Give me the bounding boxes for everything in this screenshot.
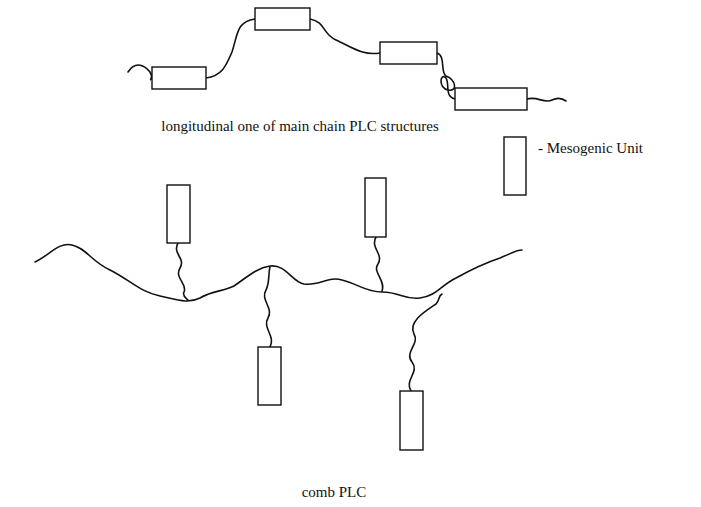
main-chain-spacer (437, 53, 455, 99)
mesogenic-unit (455, 88, 527, 110)
legend-label: - Mesogenic Unit (537, 140, 644, 157)
main-chain-spacer (128, 65, 152, 80)
side-chain-spacer (374, 237, 382, 291)
mesogenic-unit (152, 67, 206, 89)
main-chain-spacer (527, 98, 566, 101)
legend-sample (504, 137, 526, 195)
structure-caption: longitudinal one of main chain PLC struc… (160, 118, 439, 135)
side-chain-spacer (409, 294, 442, 391)
mesogenic-unit (258, 347, 281, 405)
mesogenic-unit (400, 391, 423, 450)
comb-backbone (35, 245, 522, 302)
mesogenic-unit (380, 42, 437, 64)
mesogenic-unit (255, 8, 310, 30)
side-chain-spacer (176, 243, 188, 300)
mesogenic-unit (365, 178, 386, 237)
structure-caption: comb PLC (301, 484, 368, 501)
mesogenic-unit (167, 185, 190, 243)
side-chain-spacer (264, 267, 271, 347)
main-chain-spacer (310, 19, 380, 54)
main-chain-spacer (206, 19, 255, 78)
